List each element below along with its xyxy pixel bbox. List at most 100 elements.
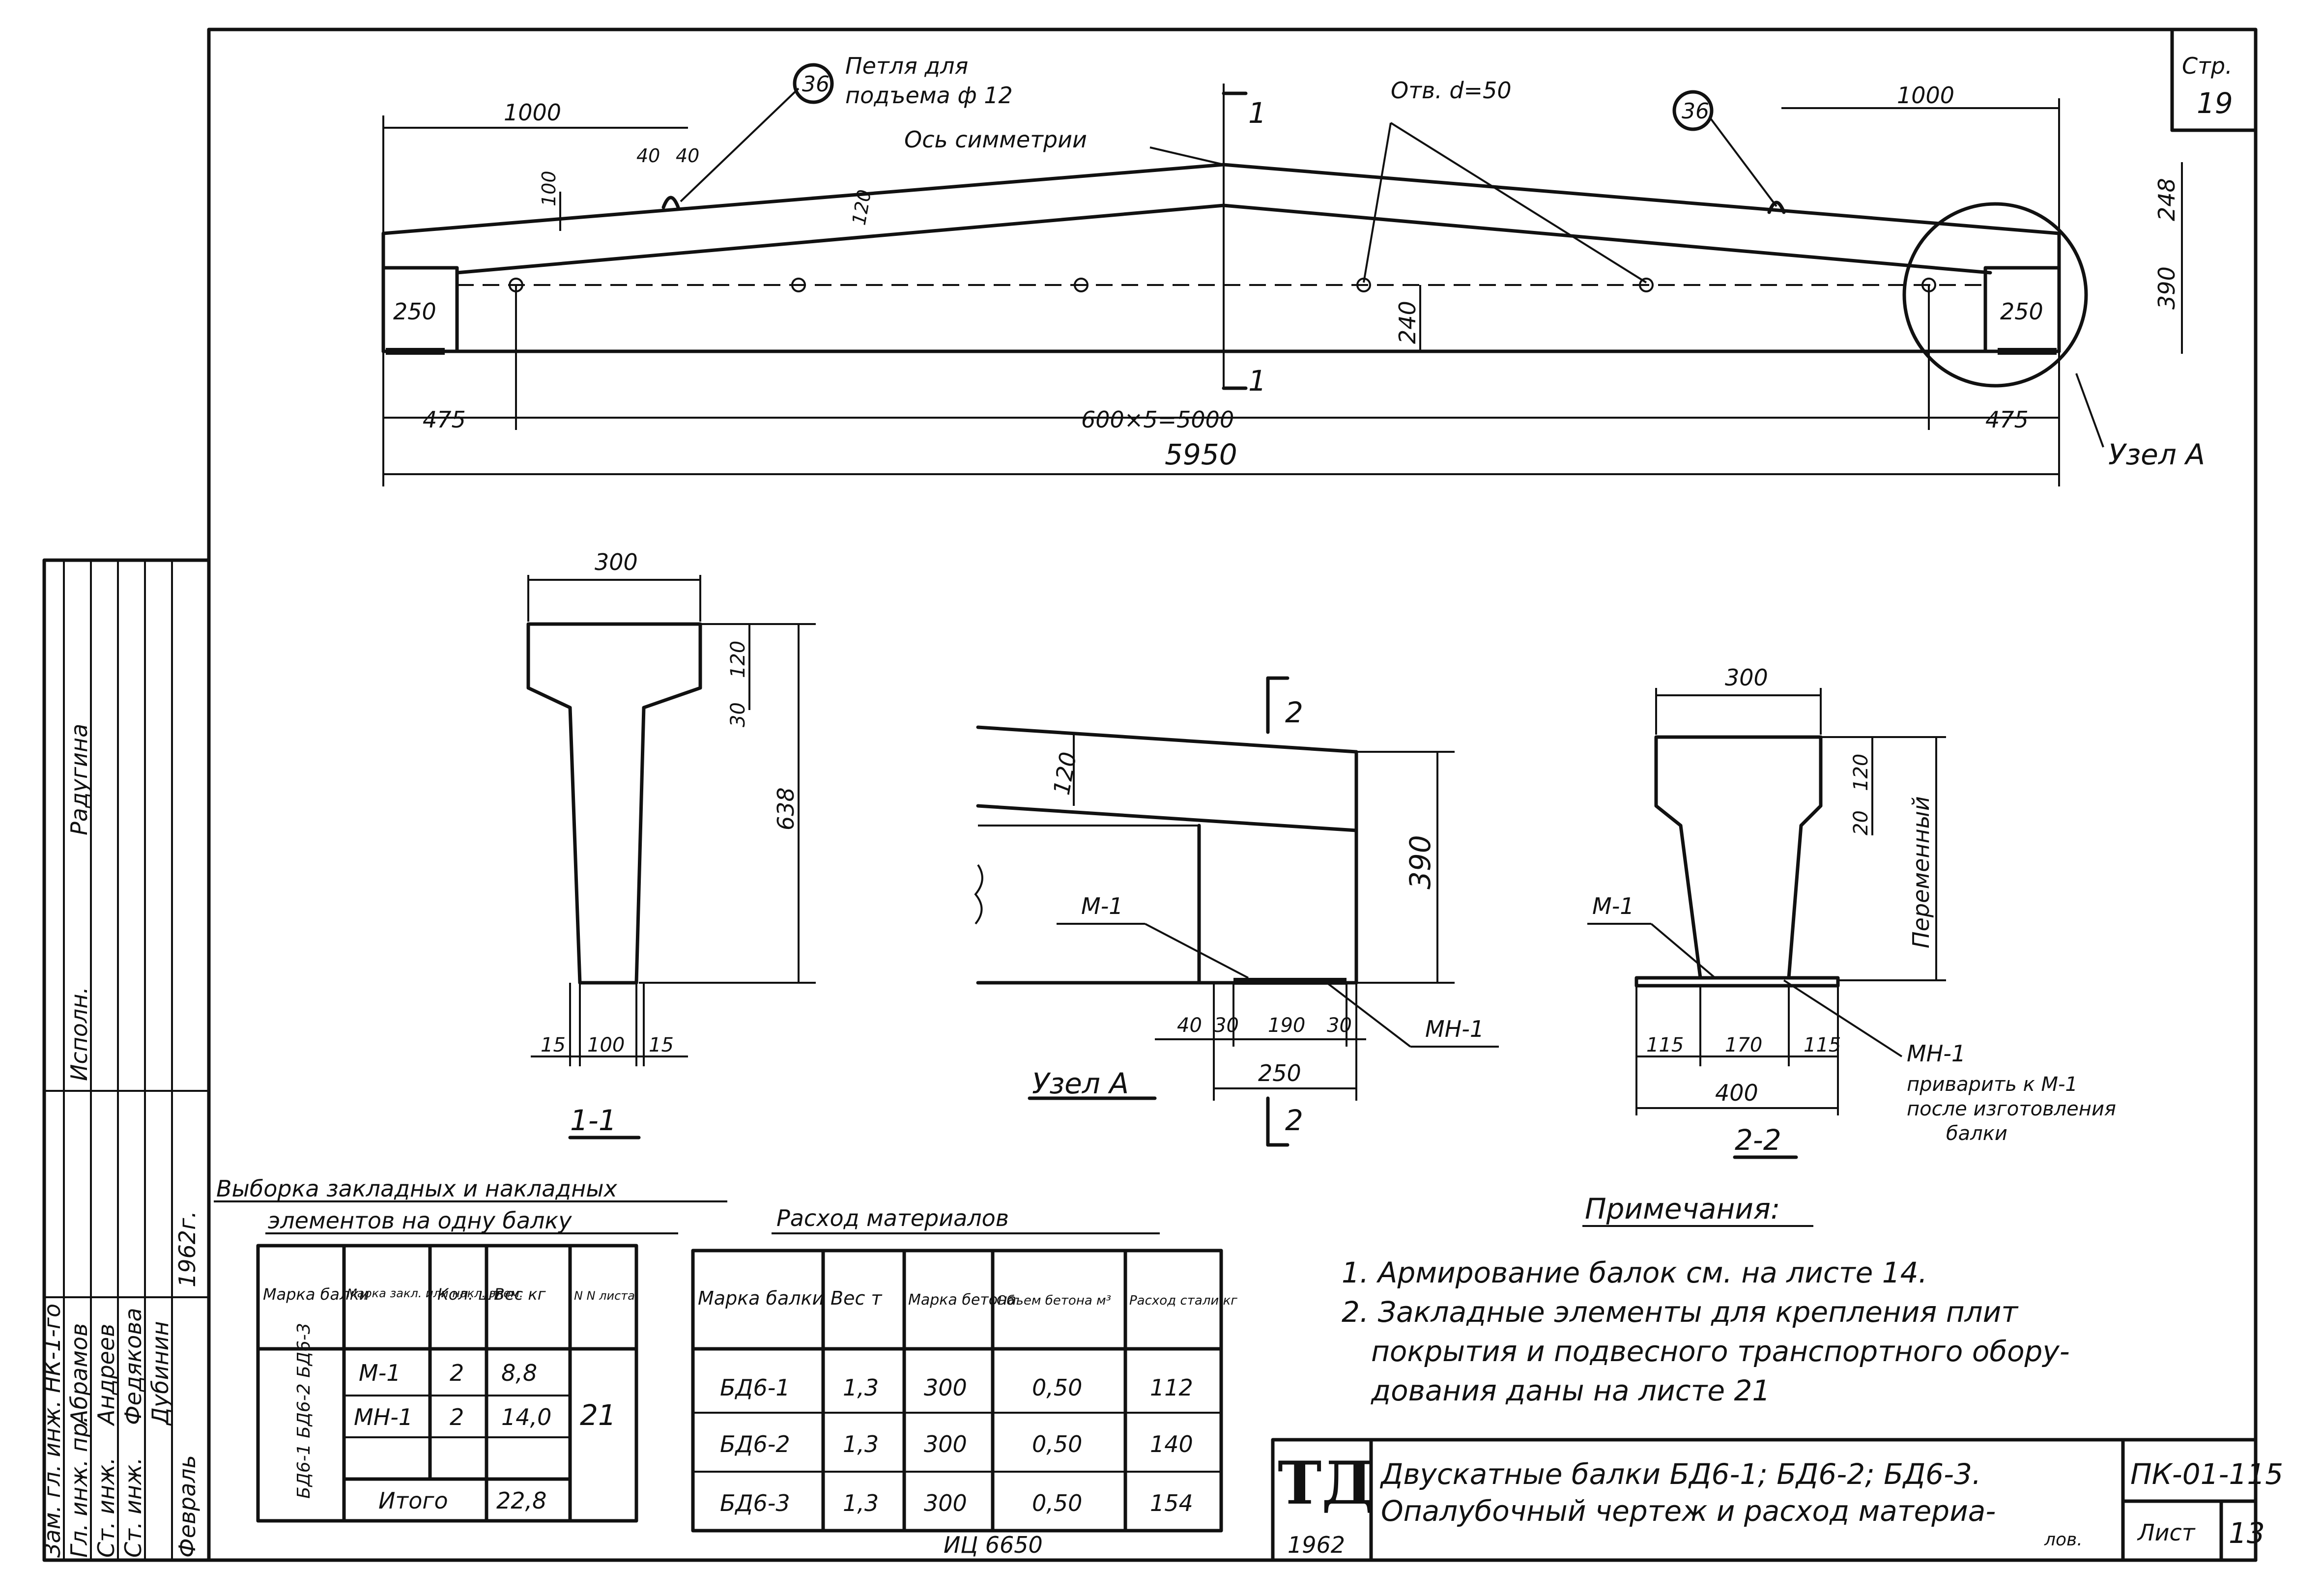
dim-390-elev: 390 [2153,266,2180,310]
emb-row1-qty: 2 [450,1360,464,1386]
na-label-mn1: МН-1 [1425,1016,1484,1042]
title-block [1271,1438,2258,1562]
s2-note-1: приварить к М-1 [1907,1073,2078,1096]
s1-dim-120: 120 [727,641,749,678]
materials-table [691,1232,1223,1533]
mat-r1-mark: БД6-1 [720,1374,790,1401]
s2-note-2: после изготовления [1907,1098,2116,1120]
mat-h-concrete: Марка бетона [908,1291,1016,1309]
page-number: 19 [2197,86,2233,120]
title-line-2: Опалубочный чертеж и расход материа- [1381,1494,1996,1528]
s2-note-3: балки [1946,1122,2007,1145]
stamp-worker: Радугина [66,724,92,835]
na-dim-120: 120 [1048,750,1082,797]
title-year: 1962 [1288,1532,1345,1558]
dim-1000-left: 1000 [504,99,561,126]
note-line-2: 2. Закладные элементы для крепления плит [1342,1295,2019,1329]
s2-dim-variable: Переменный [1908,796,1934,948]
loop-label-1: Петля для [845,53,968,79]
na-caption: Узел А [1032,1067,1129,1100]
stamp-col3: Ст. инж. [93,1457,119,1558]
stamp-year: 1962г. [174,1211,201,1287]
s1-caption: 1-1 [570,1104,617,1137]
section-1-bottom: 1 [1248,364,1266,398]
stamp-role: Исполн. [66,987,92,1081]
mat-r2-volume: 0,50 [1032,1431,1082,1457]
list-label: Лист [2137,1519,2196,1546]
s2-label-mn1: МН-1 [1907,1040,1966,1067]
emb-row1-weight: 8,8 [501,1360,537,1386]
stamp-block [42,558,211,1562]
mat-h-volume: Объем бетона м³ [997,1293,1111,1308]
s1-dim-638: 638 [773,787,799,830]
emb-title-1: Выборка закладных и накладных [216,1175,618,1202]
section-1-top: 1 [1248,96,1266,130]
stamp-name3: Федякова [120,1308,146,1425]
loop-label-2: подъема ф 12 [845,82,1013,109]
section-2-2 [1587,688,1946,1159]
mat-r2-concrete: 300 [924,1431,967,1457]
mat-r3-mark: БД6-3 [720,1490,790,1516]
s2-dim-115a: 115 [1646,1034,1684,1056]
mat-r2-steel: 140 [1150,1431,1193,1457]
note-line-1: 1. Армирование балок см. на листе 14. [1342,1256,1927,1289]
na-dim-40: 40 [1177,1014,1202,1037]
note-line-3: покрытия и подвесного транспортного обор… [1371,1335,2070,1368]
emb-row2-qty: 2 [450,1404,464,1430]
mat-r1-weight: 1,3 [843,1374,879,1401]
na-section-2-bottom: 2 [1285,1104,1303,1137]
dim-240: 240 [1394,301,1421,344]
emb-h-sheet: N N листа [574,1289,635,1303]
s1-dim-15b: 15 [649,1034,674,1056]
s2-dim-170: 170 [1725,1034,1762,1056]
emb-total-weight: 22,8 [496,1487,546,1514]
stamp-col1: Зам. гл. инж. НК-1-го [39,1304,65,1558]
mat-r3-steel: 154 [1150,1490,1193,1516]
mat-r2-weight: 1,3 [843,1431,879,1457]
dim-600x5: 600×5=5000 [1081,406,1234,433]
emb-total-label: Итого [378,1487,448,1514]
s1-dim-30: 30 [727,702,749,727]
stamp-name1: Абрамов [66,1323,92,1426]
na-section-2-top: 2 [1285,696,1303,729]
dim-100: 100 [538,171,560,206]
stamp-name2: Андреев [93,1324,119,1426]
loop-mark-left: 36 [802,72,830,97]
mat-r1-concrete: 300 [924,1374,967,1401]
dim-475-left: 475 [423,406,466,433]
node-a-detail [974,676,1499,1147]
na-dim-250: 250 [1258,1060,1301,1086]
na-label-m1: М-1 [1081,893,1123,919]
emb-sheet-ref: 21 [580,1398,616,1432]
na-dim-30a: 30 [1214,1014,1239,1037]
s1-dim-100: 100 [587,1034,625,1056]
stamp-name4: Дубинин [147,1321,173,1426]
sheet-code: ПК-01-115 [2130,1457,2283,1491]
hole-label: Отв. d=50 [1391,77,1512,104]
dim-5950: 5950 [1165,438,1237,471]
s1-dim-15a: 15 [541,1034,566,1056]
s2-label-m1: М-1 [1592,893,1634,919]
dim-475-right: 475 [1985,406,2029,433]
s2-dim-120: 120 [1850,754,1872,791]
mat-r2-mark: БД6-2 [720,1431,790,1457]
mat-r1-steel: 112 [1150,1374,1193,1401]
s2-caption: 2-2 [1735,1123,1781,1157]
axis-label: Ось симметрии [904,126,1087,153]
beam-elevation [381,63,2183,486]
s2-dim-115b: 115 [1804,1034,1841,1056]
page-label: Стр. [2182,53,2233,79]
dim-40a: 40 [636,145,660,167]
na-dim-190: 190 [1268,1014,1305,1037]
mat-h-steel: Расход стали кг [1129,1293,1237,1308]
mat-r3-weight: 1,3 [843,1490,879,1516]
s1-dim-300: 300 [595,549,638,575]
emb-row2-mark: МН-1 [354,1404,413,1430]
s2-dim-400: 400 [1715,1080,1758,1106]
title-line-1: Двускатные балки БД6-1; БД6-2; БД6-3. [1379,1457,1981,1491]
na-dim-390: 390 [1404,835,1437,889]
emb-h-qty: Кол. шт [437,1285,502,1304]
dim-40b: 40 [676,145,699,167]
s2-dim-20: 20 [1850,810,1872,835]
